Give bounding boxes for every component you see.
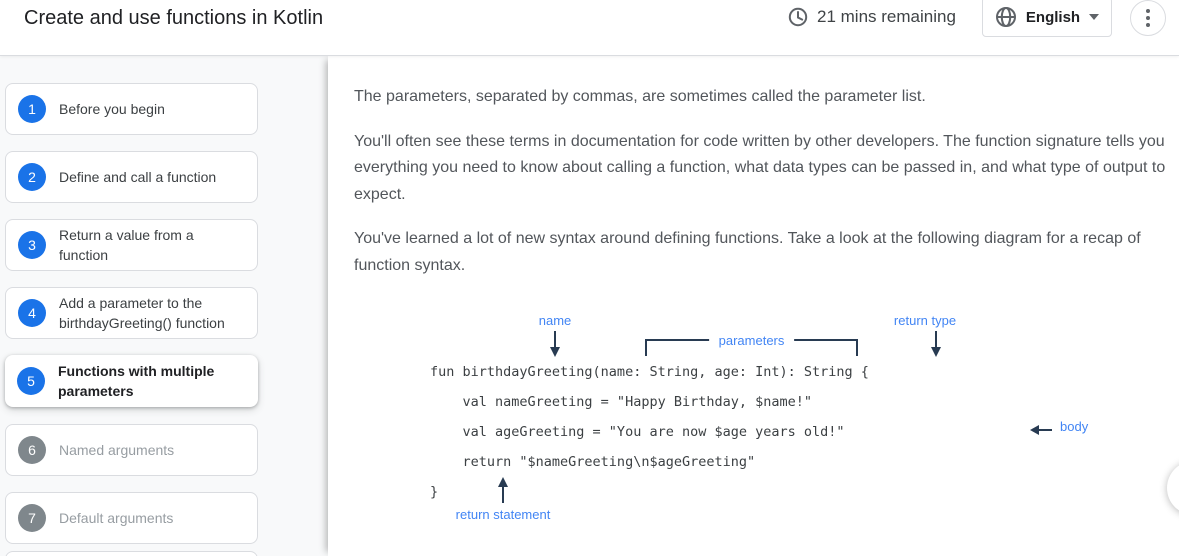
diagram-label-name: name [538,313,572,328]
kebab-menu-icon [1146,9,1150,13]
code-line: } [430,484,439,500]
paragraph: The parameters, separated by commas, are… [354,88,926,105]
step-number-badge: 5 [17,367,45,395]
clock-icon [788,7,808,27]
sidebar-item-default-arguments[interactable]: 7 Default arguments [5,492,258,544]
step-number-badge: 1 [18,95,46,123]
sidebar-item-add-a-parameter[interactable]: 4 Add a parameter to the birthdayGreetin… [5,287,258,339]
diagram-label-body: body [1060,419,1089,434]
sidebar-item-label: Default arguments [59,510,174,526]
time-remaining-label: 21 mins remaining [817,7,956,26]
sidebar-item-label: Define and call a function [59,169,217,185]
globe-icon [995,7,1016,27]
function-syntax-diagram: name parameters return type fun birthday… [354,309,1173,544]
sidebar-item-label: Named arguments [59,442,175,458]
sidebar-item-named-arguments[interactable]: 6 Named arguments [5,424,258,476]
paragraph: You'll often see these terms in document… [354,132,1166,203]
step-number-badge: 6 [18,436,46,464]
step-number-badge: 3 [18,231,46,259]
page-title: Create and use functions in Kotlin [24,7,324,29]
sidebar-item-return-a-value[interactable]: 3 Return a value from a function [5,219,258,271]
hidden-fab[interactable] [1167,461,1179,515]
code-line: val nameGreeting = "Happy Birthday, $nam… [430,394,813,410]
diagram-label-parameters: parameters [708,333,795,349]
step-number-badge: 2 [18,163,46,191]
sidebar-item-partially-visible[interactable] [5,551,258,556]
time-remaining: 21 mins remaining [788,7,956,27]
sidebar-item-label: Functions with multiple parameters [58,363,215,399]
diagram-label-return-type: return type [893,313,957,328]
language-selector[interactable]: English [982,0,1112,37]
overflow-menu-button[interactable] [1130,0,1166,36]
sidebar-item-before-you-begin[interactable]: 1 Before you begin [5,83,258,135]
language-label: English [1025,8,1081,26]
sidebar-item-label: Return a value from a function [59,227,194,263]
code-line: fun birthdayGreeting(name: String, age: … [430,364,869,380]
step-number-badge: 4 [18,299,46,327]
sidebar-item-label: Add a parameter to the birthdayGreeting(… [59,295,225,331]
parameters-bracket: parameters [645,333,858,356]
sidebar-item-functions-with-multiple-parameters[interactable]: 5 Functions with multiple parameters [5,355,258,407]
code-line: return "$nameGreeting\n$ageGreeting" [430,454,756,470]
paragraph: You've learned a lot of new syntax aroun… [354,230,1141,274]
code-snippet: fun birthdayGreeting(name: String, age: … [430,357,869,507]
diagram-label-return-statement: return statement [455,507,551,522]
steps-sidebar: 1 Before you begin 2 Define and call a f… [0,56,328,556]
down-arrow-icon [931,331,941,357]
down-arrow-icon [550,331,560,357]
header: Create and use functions in Kotlin 21 mi… [0,0,1179,56]
step-number-badge: 7 [18,504,46,532]
up-arrow-icon [498,477,508,503]
chevron-down-icon [1089,14,1100,20]
step-content-panel: The parameters, separated by commas, are… [328,56,1179,556]
sidebar-item-define-and-call[interactable]: 2 Define and call a function [5,151,258,203]
sidebar-item-label: Before you begin [59,101,165,117]
code-line: val ageGreeting = "You are now $age year… [430,424,845,440]
left-arrow-icon [1030,425,1052,435]
